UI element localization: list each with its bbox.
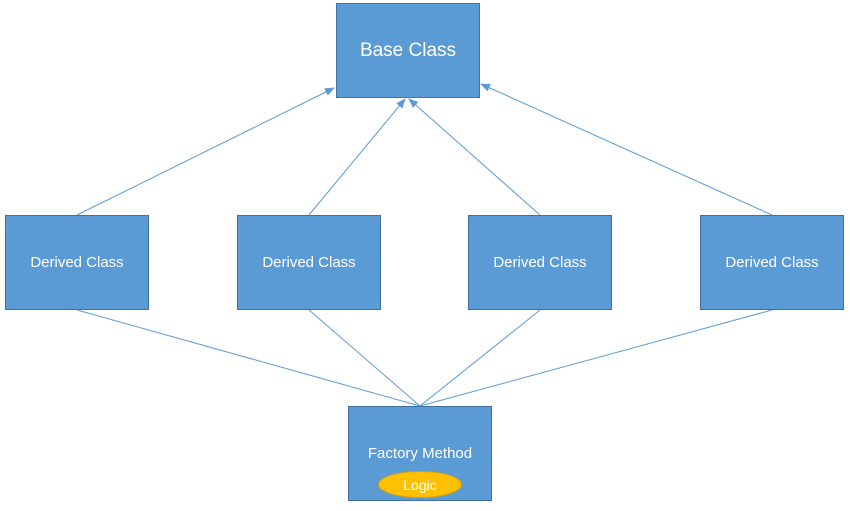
- base-class-label: Base Class: [359, 39, 457, 61]
- factory-link-3: [419, 309, 541, 407]
- logic-label: Logic: [403, 476, 437, 493]
- factory-link-2: [308, 309, 421, 407]
- inheritance-arrow-4: [480, 83, 773, 216]
- derived-class-label: Derived Class: [262, 254, 356, 271]
- inheritance-arrow-2: [308, 98, 406, 216]
- factory-method-label: Factory Method: [367, 445, 473, 462]
- derived-class-box-2: Derived Class: [237, 215, 381, 310]
- derived-class-box-1: Derived Class: [5, 215, 149, 310]
- base-class-box: Base Class: [336, 3, 480, 98]
- factory-link-4: [419, 309, 773, 407]
- logic-ellipse: Logic: [378, 471, 462, 498]
- factory-method-box: Factory Method Logic: [348, 406, 492, 501]
- factory-link-1: [76, 309, 421, 407]
- derived-class-box-4: Derived Class: [700, 215, 844, 310]
- inheritance-arrow-3: [408, 98, 541, 216]
- derived-class-label: Derived Class: [725, 254, 819, 271]
- derived-class-box-3: Derived Class: [468, 215, 612, 310]
- derived-class-label: Derived Class: [30, 254, 124, 271]
- inheritance-arrow-1: [76, 87, 335, 216]
- derived-class-label: Derived Class: [493, 254, 587, 271]
